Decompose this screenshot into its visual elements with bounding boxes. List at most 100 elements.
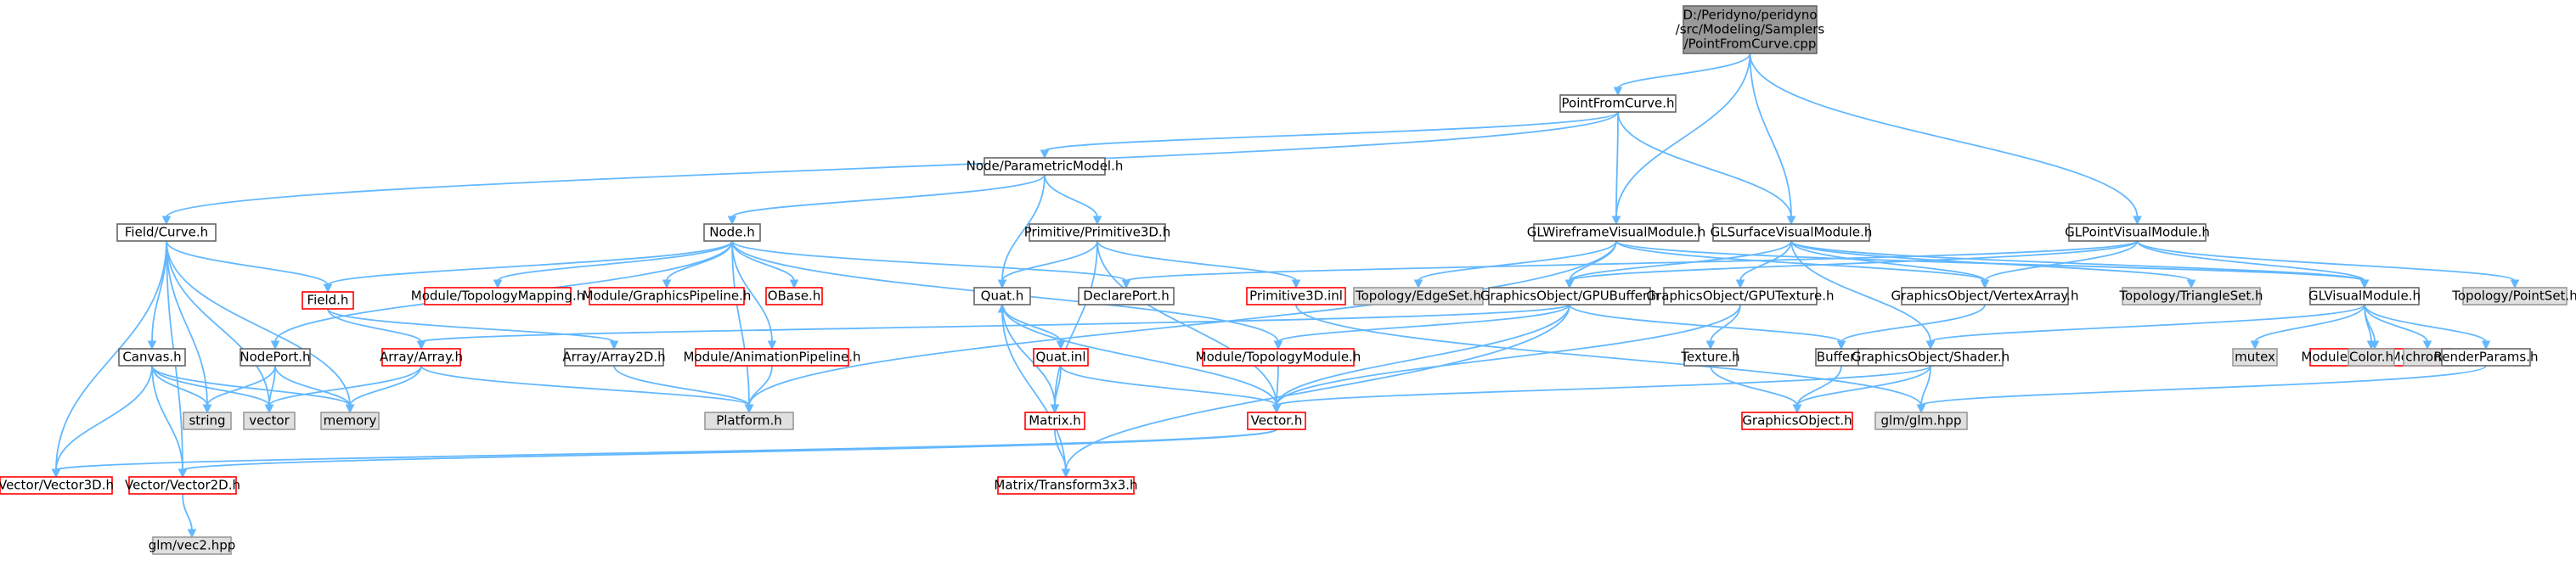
node-canvas[interactable]: Canvas.h: [118, 348, 186, 367]
edge-line: [1615, 240, 1986, 282]
node-texture[interactable]: Texture.h: [1680, 348, 1740, 367]
node-animpipe[interactable]: Module/AnimationPipeline.h: [683, 348, 861, 367]
node-field[interactable]: Field.h: [302, 291, 354, 310]
node-curve[interactable]: Field/Curve.h: [116, 223, 217, 242]
node-quatinl[interactable]: Quat.inl: [1033, 348, 1089, 367]
node-vec2d[interactable]: Vector/Vector2D.h: [125, 476, 240, 495]
node-gls[interactable]: GLSurfaceVisualModule.h: [1711, 223, 1873, 242]
node-prim[interactable]: Primitive/Primitive3D.h: [1024, 223, 1171, 242]
node-priminl[interactable]: Primitive3D.inl: [1246, 287, 1346, 305]
edge-line: [349, 365, 422, 406]
edge-arrowhead: [202, 404, 212, 414]
node-label: mutex: [2235, 350, 2275, 365]
node-box: [1533, 223, 1699, 242]
node-obase[interactable]: OBase.h: [765, 287, 823, 305]
node-label: Texture.h: [1680, 350, 1739, 365]
node-matrix[interactable]: Matrix.h: [1024, 412, 1085, 430]
node-shader[interactable]: GraphicsObject/Shader.h: [1852, 348, 2010, 367]
node-glp[interactable]: GLPointVisualModule.h: [2065, 223, 2210, 242]
edge-arrowhead: [416, 340, 426, 350]
node-glw[interactable]: GLWireframeVisualModule.h: [1527, 223, 1705, 242]
node-label: OBase.h: [768, 289, 821, 304]
edge-line: [166, 111, 1619, 218]
node-box: [1683, 348, 1738, 367]
node-node[interactable]: Node.h: [703, 223, 761, 242]
edge-vectorh-to-vec2d: [178, 429, 1277, 479]
edge-line: [1277, 304, 1570, 343]
edge-line: [1418, 240, 1617, 282]
node-array[interactable]: Array/Array.h: [380, 348, 463, 367]
edge-glvm-to-chrono: [2364, 304, 2432, 350]
edge-arrowhead: [997, 279, 1007, 289]
node-box: [320, 412, 380, 430]
edge-line: [748, 240, 1617, 406]
node-transform[interactable]: Matrix/Transform3x3.h: [994, 476, 1138, 495]
edge-array-to-vector: [264, 365, 422, 414]
edge-glvm-to-mutex: [2250, 304, 2365, 350]
edge-arrowhead: [744, 404, 754, 414]
node-root[interactable]: D:/Peridyno/peridyno/src/Modeling/Sample…: [1676, 5, 1825, 54]
node-gobj[interactable]: GraphicsObject.h: [1741, 412, 1853, 430]
edge-line: [1615, 53, 1751, 218]
edge-texture-to-gobj: [1710, 365, 1802, 414]
node-label: string: [189, 413, 225, 429]
node-array2d[interactable]: Array/Array2D.h: [562, 348, 666, 367]
edge-glvm-to-renderparams: [2364, 304, 2491, 350]
node-vectorh[interactable]: Vector.h: [1247, 412, 1306, 430]
node-label: Module/AnimationPipeline.h: [683, 350, 860, 365]
node-pfc[interactable]: PointFromCurve.h: [1559, 94, 1677, 113]
node-box: [2122, 287, 2261, 305]
node-glvm[interactable]: GLVisualModule.h: [2308, 287, 2421, 305]
node-label: Matrix/Transform3x3.h: [994, 478, 1137, 493]
edge-root-to-gls: [1749, 53, 1796, 226]
node-vec3d[interactable]: Vector/Vector3D.h: [0, 476, 114, 495]
node-gputex[interactable]: GraphicsObject/GPUTexture.h: [1647, 287, 1835, 305]
edge-line: [420, 365, 750, 406]
edge-arrowhead: [2133, 216, 2142, 226]
edge-transform-to-quat: [997, 303, 1067, 478]
edge-line: [1276, 365, 1931, 406]
node-renderparams[interactable]: RenderParams.h: [2433, 348, 2539, 367]
edge-arrowhead: [1613, 87, 1623, 97]
node-box: [1488, 287, 1651, 305]
node-label: glm/glm.hpp: [1881, 413, 1962, 429]
node-topomod[interactable]: Module/TopologyModule.h: [1196, 348, 1361, 367]
edge-glw-to-edgeset: [1413, 240, 1617, 289]
node-label: GLSurfaceVisualModule.h: [1711, 225, 1873, 240]
node-label: Quat.h: [981, 289, 1024, 304]
edge-glp-to-vao: [1980, 240, 2139, 289]
node-gpubuf[interactable]: GraphicsObject/GPUBuffer.h: [1480, 287, 1659, 305]
node-buffer[interactable]: Buffer.h: [1815, 348, 1868, 367]
node-label: Primitive3D.inl: [1249, 289, 1343, 304]
node-quat[interactable]: Quat.h: [973, 287, 1031, 305]
node-vao[interactable]: GraphicsObject/VertexArray.h: [1891, 287, 2079, 305]
edge-line: [1001, 304, 1056, 406]
node-label: Primitive/Primitive3D.h: [1024, 225, 1171, 240]
node-label: Topology/EdgeSet.h: [1355, 289, 1481, 304]
node-declport[interactable]: DeclarePort.h: [1078, 287, 1175, 305]
node-label: GraphicsObject/GPUTexture.h: [1647, 289, 1835, 304]
edge-arrowhead: [1792, 404, 1802, 414]
edge-gputex-to-texture: [1705, 304, 1741, 350]
node-label: Topology/TriangleSet.h: [2118, 289, 2263, 304]
edge-arrowhead: [1980, 279, 1990, 289]
edge-glvm-to-color: [2364, 304, 2376, 350]
edge-line: [1615, 111, 1619, 218]
node-topomap[interactable]: Module/TopologyMapping.h: [411, 287, 584, 305]
node-label: Vector/Vector2D.h: [125, 478, 240, 493]
edge-line: [1125, 240, 2139, 282]
edge-arrowhead: [1121, 279, 1131, 289]
edge-line: [55, 365, 153, 471]
edge-line: [1930, 304, 2365, 343]
node-gpipe[interactable]: Module/GraphicsPipeline.h: [583, 287, 752, 305]
node-label: Platform.h: [716, 413, 782, 429]
node-box: [765, 287, 823, 305]
edge-arrowhead: [2186, 279, 2196, 289]
node-pm[interactable]: Node/ParametricModel.h: [967, 157, 1124, 176]
edge-shader-to-vectorh: [1271, 365, 1931, 414]
node-label: Field.h: [307, 293, 349, 308]
node-label: Color.h: [2349, 350, 2393, 365]
edge-line: [2364, 304, 2487, 343]
edge-arrowhead: [1050, 404, 1060, 414]
node-nodeport[interactable]: NodePort.h: [240, 348, 311, 367]
